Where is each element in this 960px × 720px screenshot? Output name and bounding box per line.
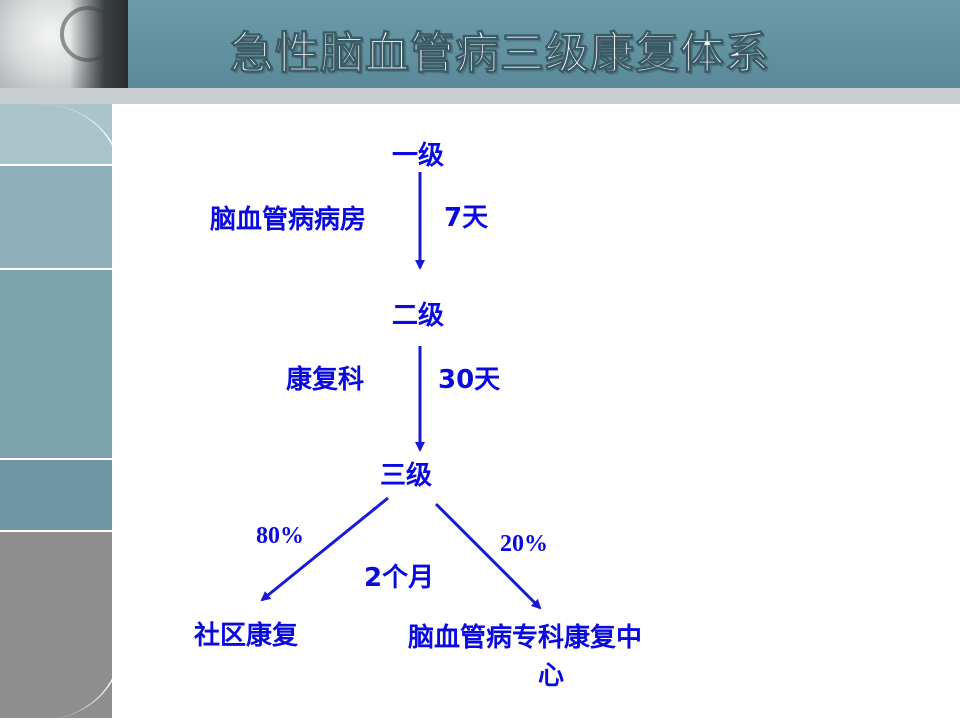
level1-label: 一级 [392,141,445,171]
header-band [0,0,960,88]
decorative-sidebar [0,104,122,720]
specialty-center-label-line1: 脑血管病专科康复中 [408,623,643,653]
level3-label: 三级 [380,461,433,491]
level2-label: 二级 [392,301,445,331]
stage2-duration: 30天 [438,365,501,395]
arrow-level3-to-specialty-center [434,502,542,610]
stage2-place: 康复科 [286,365,365,395]
stage1-duration: 7天 [444,203,489,233]
header-strip [0,88,960,104]
community-rehab-label: 社区康复 [194,621,299,651]
specialty-percent: 20% [500,531,548,557]
specialty-center-label-line2: 心 [538,661,565,691]
photo-shadow [70,0,128,88]
arrow-level3-to-community [260,496,389,602]
sidebar-arc [0,104,122,720]
stage3-duration: 2个月 [364,563,435,593]
community-percent: 80% [256,523,304,549]
stethoscope-image [0,0,128,88]
slide-title: 急性脑血管病三级康复体系 [230,28,770,80]
stage1-place: 脑血管病病房 [210,205,367,235]
